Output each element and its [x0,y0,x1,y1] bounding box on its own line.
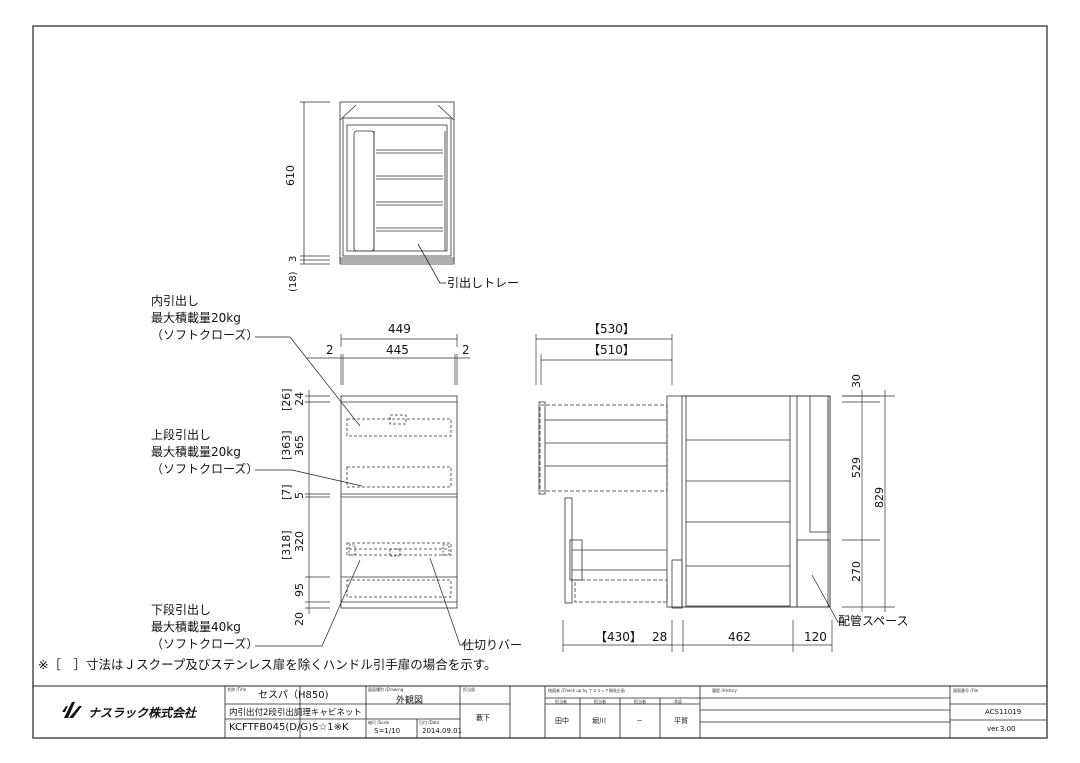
col2-value: 堀川 [592,717,606,725]
product-name: セスパ（H850) [258,690,329,701]
file-label: 図面番号 /File [953,688,979,693]
dim-h7: [7] [280,484,293,500]
dim-h24: 24 [293,392,306,406]
note-line: （ソフトクローズ） [151,328,259,342]
top-view [339,101,455,284]
file-number: ACS11019 [985,708,1022,716]
author-value: 藪下 [476,714,490,722]
footnote: ※［ ］寸法はＪスクープ及びステンレス扉を除くハンドル引手扉の場合を示す。 [38,657,497,672]
col3-label: 担当者 [634,699,646,704]
note-inner-drawer: 内引出し 最大積載量20kg （ソフトクローズ） [151,293,258,344]
dim-top-610: 610 [284,165,297,186]
drawing-frame [32,25,1048,739]
note-line: （ソフトクローズ） [151,637,259,651]
side-dims [535,334,895,652]
history-label: 履歴 /History [712,688,737,693]
date-label: 日付 /Date [419,720,440,725]
top-dims [300,101,330,265]
title-block-grid [224,686,1047,738]
date-value: 2014.09.01 [422,727,463,735]
dim-w2b: 2 [462,343,470,357]
note-line: 下段引出し [151,603,212,617]
note-upper-drawer: 上段引出し 最大積載量20kg （ソフトクローズ） [151,427,258,478]
scale-value: S=1/10 [374,727,401,735]
dim-d530: 【530】 [588,322,635,336]
dim-s529: 529 [850,457,863,478]
name-label: 名称 /Title [227,687,247,692]
dimension-labels: 610 3 (18) 449 445 2 2 [26] 24 [363] 365… [280,165,886,644]
dim-h5: 5 [293,492,306,499]
dim-h20: 20 [293,612,306,626]
note-pipe-space: 配管スペース [838,614,909,628]
company-name: ナスラック株式会社 [88,706,197,720]
dim-h320: 320 [293,531,306,552]
dim-d120: 120 [804,630,827,644]
col1-label: 担当者 [555,699,567,704]
col3-value: － [636,717,643,725]
dim-d430: 【430】 [595,630,642,644]
dim-w445: 445 [386,343,409,357]
col2-label: 担当者 [594,699,606,704]
front-dims [305,334,470,614]
col1-value: 田中 [555,717,569,725]
dim-d28: 28 [652,630,667,644]
dim-w449: 449 [388,322,411,336]
product-code: KCFTFB045(D/G)S☆1※K [229,722,349,733]
version: ver.3.00 [987,725,1016,733]
note-line: 最大積載量40kg [151,620,241,634]
dim-top-18: (18) [288,271,299,292]
dim-d462: 462 [728,630,751,644]
dim-d510: 【510】 [588,343,635,357]
note-line: （ソフトクローズ） [151,462,259,476]
col4-value: 平賀 [674,717,688,725]
note-line: 内引出し [151,294,200,308]
pipe-leader [811,574,846,623]
front-view [340,395,458,609]
product-subtitle: 内引出付2段引出調理キャビネット [229,708,362,718]
drawing-type: 外観図 [396,696,424,706]
front-leaders [255,336,468,647]
dim-h26: [26] [280,388,293,411]
dim-s270: 270 [850,561,863,582]
dim-h363: [363] [280,430,293,460]
side-view [538,395,831,609]
drawing-type-label: 図面種別 /Drawing [368,687,404,692]
author-label: 担当部 [463,687,475,692]
dim-s829: 829 [873,487,886,508]
dim-h95: 95 [293,583,306,597]
dim-s30: 30 [850,374,863,388]
dim-w2a: 2 [326,343,334,357]
note-tray: 引出しトレー [447,276,520,290]
dim-h318: [318] [280,530,293,560]
note-line: 最大積載量20kg [151,445,241,459]
scale-label: 縮尺 /Scale [368,720,390,725]
note-line: 上段引出し [151,428,212,442]
note-lower-drawer: 下段引出し 最大積載量40kg （ソフトクローズ） [151,602,258,653]
note-line: 最大積載量20kg [151,311,241,325]
check-label: 検図者 /Check up by ナスラック開発企画 [548,688,625,693]
note-divider-bar: 仕切りバー [462,638,523,652]
dim-h365: 365 [293,435,306,456]
col4-label: 承認 [674,699,682,704]
company-logo-mark [62,702,82,718]
dim-top-3: 3 [288,256,299,262]
